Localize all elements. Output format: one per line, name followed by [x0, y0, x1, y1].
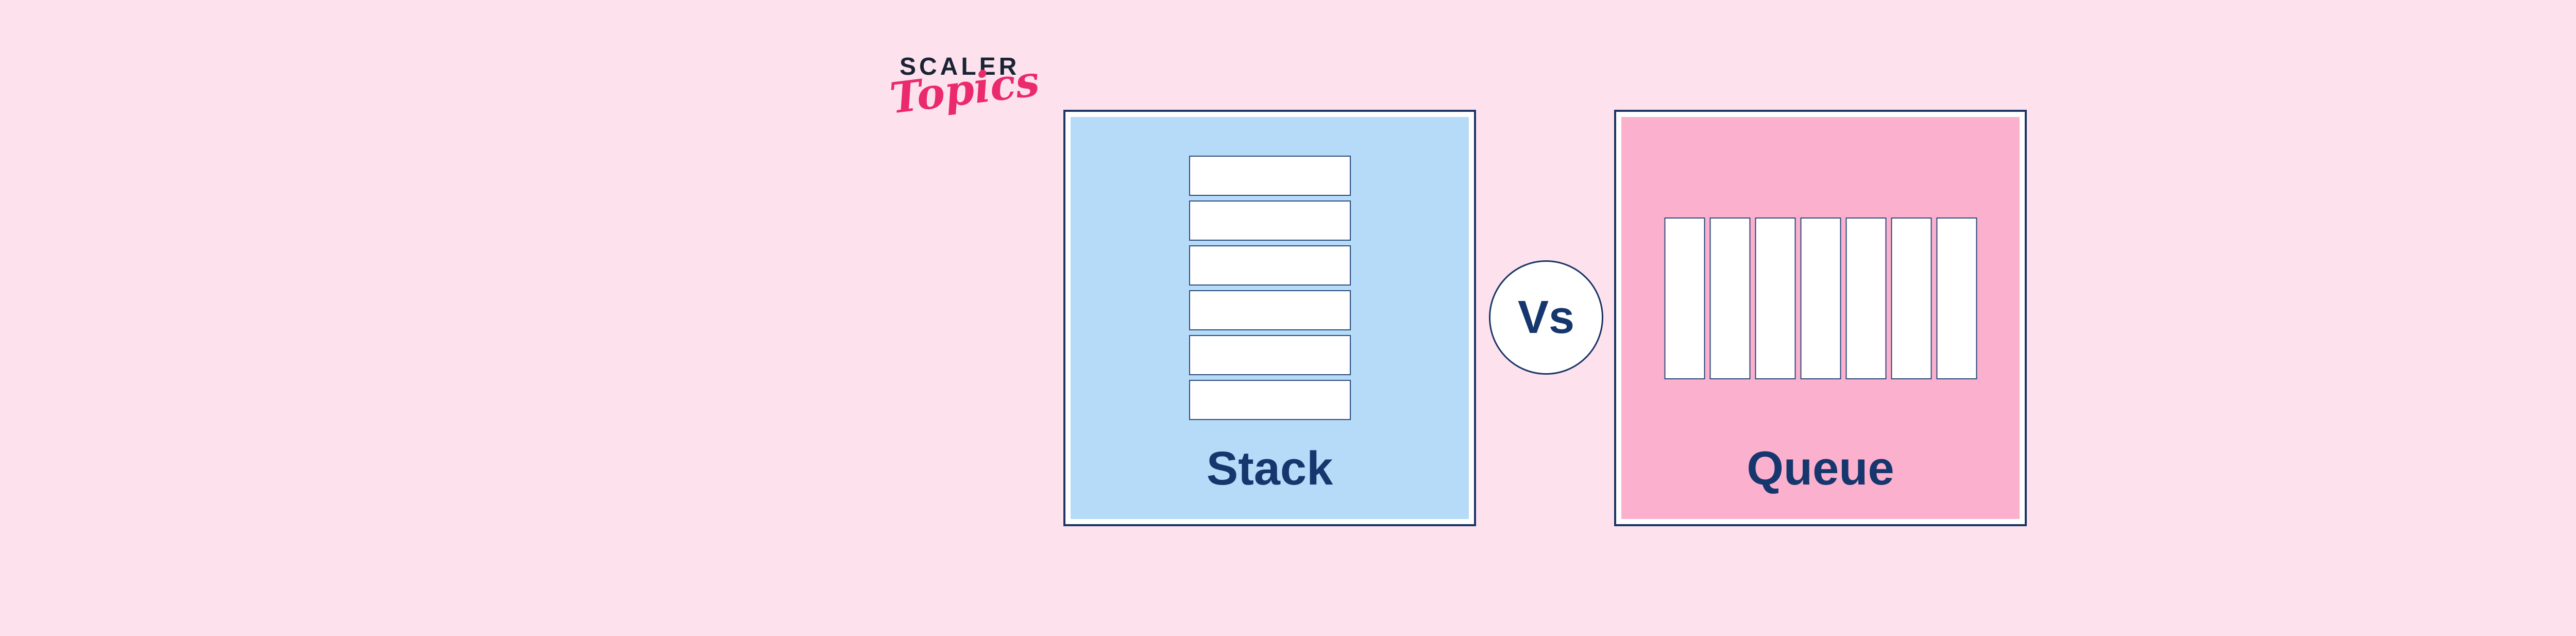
queue-item-slot	[1800, 217, 1841, 379]
stack-item-slot	[1189, 380, 1351, 420]
queue-item-slot	[1936, 217, 1977, 379]
queue-panel-fill: Queue	[1621, 117, 2020, 519]
queue-item-slot	[1664, 217, 1705, 379]
vs-label: Vs	[1517, 292, 1575, 343]
stack-panel-fill: Stack	[1071, 117, 1469, 519]
scaler-topics-logo: SCALER Topics	[887, 49, 1042, 147]
stack-panel: Stack	[1063, 110, 1476, 526]
stack-item-slot	[1189, 335, 1351, 375]
stack-label: Stack	[1206, 442, 1333, 495]
queue-panel: Queue	[1614, 110, 2027, 526]
stack-item-slot	[1189, 156, 1351, 196]
stack-item-slot	[1189, 245, 1351, 286]
logo-wordmark-scaler: SCALER	[900, 53, 1020, 80]
queue-item-slot	[1845, 217, 1886, 379]
stack-items	[1189, 156, 1351, 420]
queue-label: Queue	[1747, 442, 1894, 495]
queue-items	[1664, 217, 1977, 379]
queue-item-slot	[1891, 217, 1931, 379]
stack-item-slot	[1189, 290, 1351, 330]
vs-badge: Vs	[1489, 260, 1603, 375]
queue-item-slot	[1709, 217, 1750, 379]
stack-item-slot	[1189, 200, 1351, 241]
queue-item-slot	[1755, 217, 1795, 379]
